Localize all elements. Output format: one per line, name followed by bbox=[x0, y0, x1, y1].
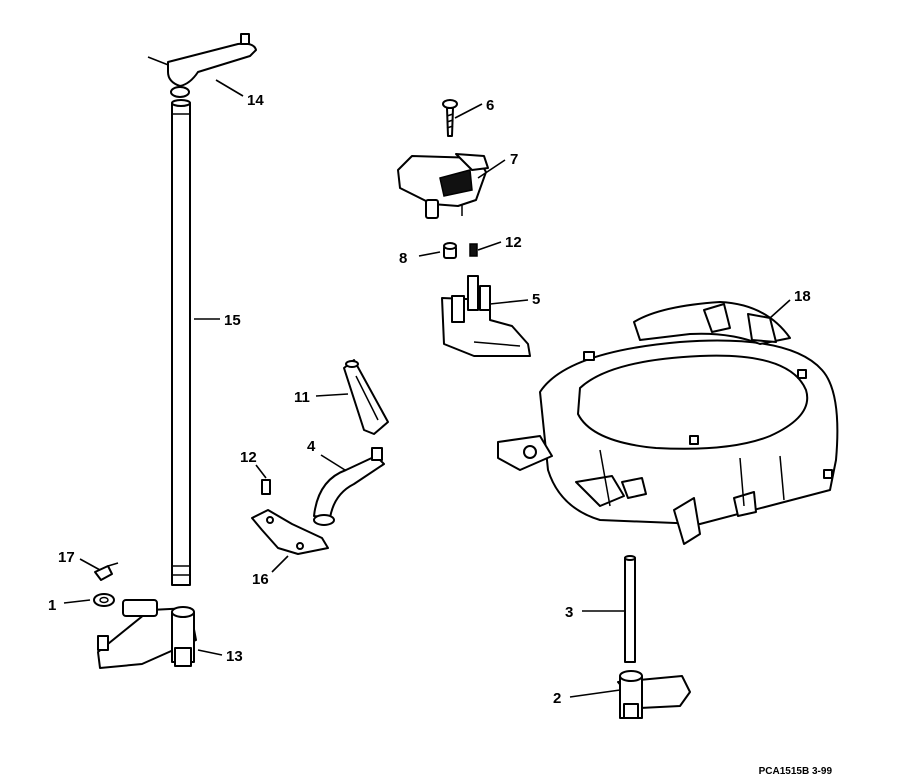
callout-6: 6 bbox=[486, 97, 494, 114]
part-12-setscrew-upper bbox=[469, 243, 478, 257]
part-5-base-bracket bbox=[441, 275, 531, 357]
callout-8: 8 bbox=[399, 250, 407, 267]
callout-3: 3 bbox=[565, 604, 573, 621]
callout-1: 1 bbox=[48, 597, 56, 614]
callout-17: 17 bbox=[58, 549, 75, 566]
callout-18: 18 bbox=[794, 288, 811, 305]
callout-12-upper: 12 bbox=[505, 234, 522, 251]
part-7-bracket bbox=[397, 153, 489, 219]
callout-4: 4 bbox=[307, 438, 316, 455]
callout-12-lower: 12 bbox=[240, 449, 257, 466]
callout-11: 11 bbox=[294, 389, 310, 406]
leader-lines bbox=[63, 79, 791, 698]
part-14-arm bbox=[147, 33, 257, 98]
part-1-washer bbox=[93, 593, 115, 607]
callout-13: 13 bbox=[226, 648, 243, 665]
part-6-screw bbox=[442, 99, 458, 137]
part-2-arm bbox=[617, 670, 691, 719]
callout-2: 2 bbox=[553, 690, 561, 707]
part-3-rod bbox=[624, 555, 636, 663]
callout-5: 5 bbox=[532, 291, 540, 308]
part-15-shaft bbox=[171, 99, 191, 586]
part-17-clip bbox=[94, 562, 119, 581]
part-11-link bbox=[343, 359, 389, 435]
part-13-lower-arm bbox=[97, 599, 197, 669]
callout-15: 15 bbox=[224, 312, 241, 329]
part-4-arm bbox=[313, 447, 385, 526]
callout-7: 7 bbox=[510, 151, 518, 168]
part-16-plate bbox=[251, 509, 329, 555]
figure-reference: PCA1515B 3-99 bbox=[758, 766, 832, 777]
callout-16: 16 bbox=[252, 571, 269, 588]
part-12-setscrew-lower bbox=[261, 479, 271, 495]
part-8-bushing bbox=[443, 242, 457, 259]
part-18-housing bbox=[497, 301, 839, 545]
callout-14: 14 bbox=[247, 92, 264, 109]
